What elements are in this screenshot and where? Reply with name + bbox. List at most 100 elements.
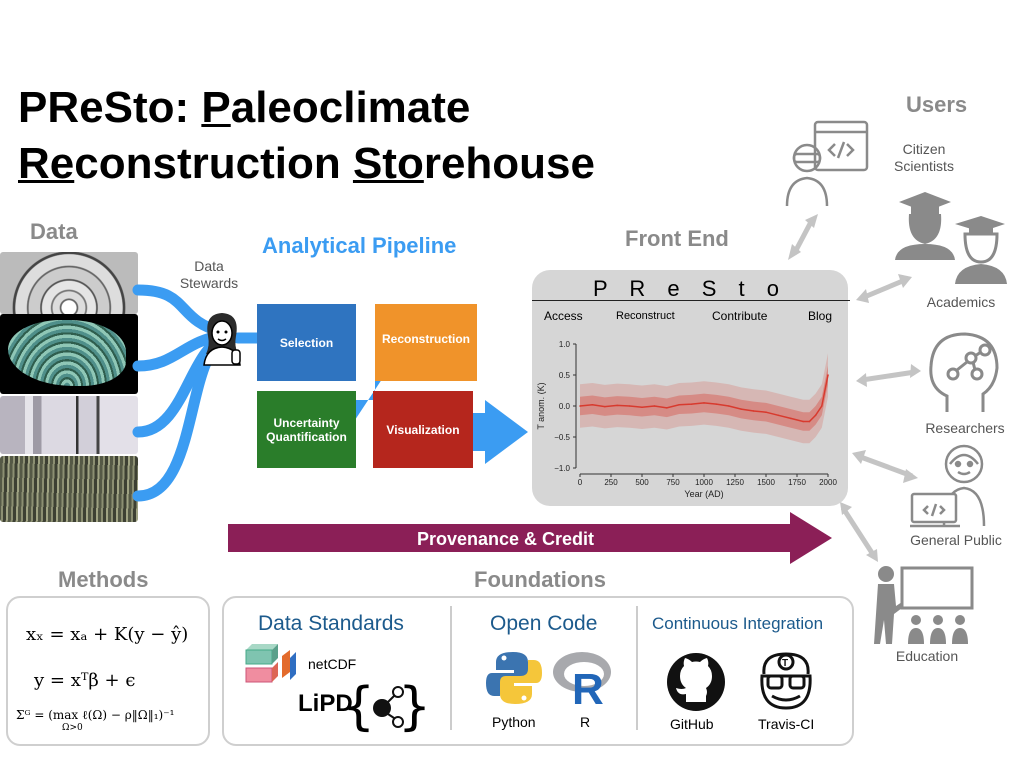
front-end-panel: P R e S t o Access Reconstruct Contribut… [532,270,850,506]
uncertainty-box[interactable]: Uncertainty Quantification [257,391,356,468]
uncertainty-band-inner [580,365,828,431]
nav-contribute[interactable]: Contribute [712,309,768,323]
equation-linear-model: y = xᵀβ + ϵ [34,670,136,691]
data-point [777,414,780,417]
data-point [604,405,606,408]
data-standards-heading: Data Standards [258,612,404,635]
data-point [740,408,742,410]
y-tick-label: 0.0 [559,402,571,411]
svg-text:R: R [572,665,604,706]
sediment-core-image [0,456,138,522]
r-label: R [580,714,591,730]
data-point [703,402,705,404]
data-point [814,414,817,417]
pipeline-heading: Analytical Pipeline [262,233,457,258]
academics-icon [895,192,1007,284]
svg-text:T: T [782,658,788,669]
svg-text:{: { [342,678,375,734]
data-point [728,405,730,407]
y-tick-label: −1.0 [554,464,570,473]
y-tick-label: 0.5 [559,371,571,380]
provenance-label: Provenance & Credit [416,529,595,549]
divider-1 [450,606,452,730]
data-point [653,405,656,407]
open-code-heading: Open Code [490,612,598,635]
github-icon [667,653,725,711]
data-point [752,410,755,412]
data-point [765,411,767,413]
nav-reconstruct[interactable]: Reconstruct [616,310,675,322]
y-tick-label: −0.5 [554,433,570,442]
front-end-heading: Front End [625,226,729,251]
data-point [628,405,631,407]
nav-blog[interactable]: Blog [808,309,833,323]
python-icon [486,652,542,704]
user-label-general-public: General Public [910,532,1002,548]
title-line-1: PReSto: Paleoclimate [18,83,471,132]
speleothem-layers [8,320,126,386]
netcdf-icon [245,644,296,683]
arrow-education [840,506,877,558]
pipeline-output-arrow [472,400,528,464]
researchers-icon [929,332,999,412]
y-tick-label: 1.0 [559,340,571,349]
equation-covariance: Σᴳ = (max ℓ(Ω) − ρ‖Ω‖₁)⁻¹ [16,708,175,722]
divider-2 [636,606,638,730]
lipd-label: LiPD [298,690,353,717]
equation-covariance-subscript: Ω>0 [62,723,83,733]
provenance-arrow [228,512,832,564]
github-label: GitHub [670,716,714,732]
data-point [666,407,668,409]
data-stewards-label: Data Stewards [179,258,239,291]
travis-ci-label: Travis-CI [758,716,815,732]
front-end-site-name: P R e S t o [593,276,787,301]
user-label-researchers: Researchers [925,420,1005,436]
nav-access[interactable]: Access [544,309,583,323]
citizen-scientist-icon [785,120,869,207]
front-end-divider [532,300,850,301]
x-tick-label: 1000 [695,478,713,487]
user-label-citizen-scientists: Citizen Scientists [894,141,954,174]
education-icon [874,566,974,644]
uncertainty-band-outer [580,353,828,444]
y-axis-label: T anom. (K) [536,382,546,429]
general-public-icon [910,444,986,528]
visualization-box[interactable]: Visualization [373,391,473,468]
arrow-public [857,453,913,479]
data-point [808,420,811,423]
lipd-logo-icon: { } [342,678,426,734]
data-heading: Data [30,219,78,244]
foundations-panel: Data Standards Open Code Continuous Inte… [222,596,854,746]
user-label-education: Education [895,648,959,664]
arrow-academics [861,277,906,301]
data-point [591,403,594,406]
data-point [690,403,693,405]
x-tick-label: 1250 [726,478,744,487]
speleothem-image [0,314,138,394]
netcdf-label: netCDF [308,656,357,672]
data-point [616,404,618,407]
methods-heading: Methods [58,567,149,592]
selection-box[interactable]: Selection [257,304,356,381]
data-steward-icon [203,313,241,366]
arrow-researchers [861,369,916,383]
data-point [715,403,718,405]
x-axis-label: Year (AD) [684,489,723,499]
equation-kalman: xₓ = xₐ + K(y − ŷ) [26,624,189,645]
data-point [802,420,804,423]
slide-title: PReSto: Paleoclimate Reconstruction Stor… [18,80,595,192]
ice-core-image [0,396,138,454]
users-heading: Users [906,92,968,117]
title-line-2: Reconstruction Storehouse [18,139,595,188]
user-arrowheads [788,214,921,562]
data-point [678,403,680,406]
ci-heading: Continuous Integration [652,614,824,633]
methods-panel: xₓ = xₐ + K(y − ŷ) y = xᵀβ + ϵ Σᴳ = (max… [6,596,210,746]
user-arrows [791,218,916,558]
data-point [579,405,581,407]
reconstruction-box[interactable]: Reconstruction [375,304,477,381]
data-point [790,417,792,420]
x-tick-label: 0 [578,478,583,487]
